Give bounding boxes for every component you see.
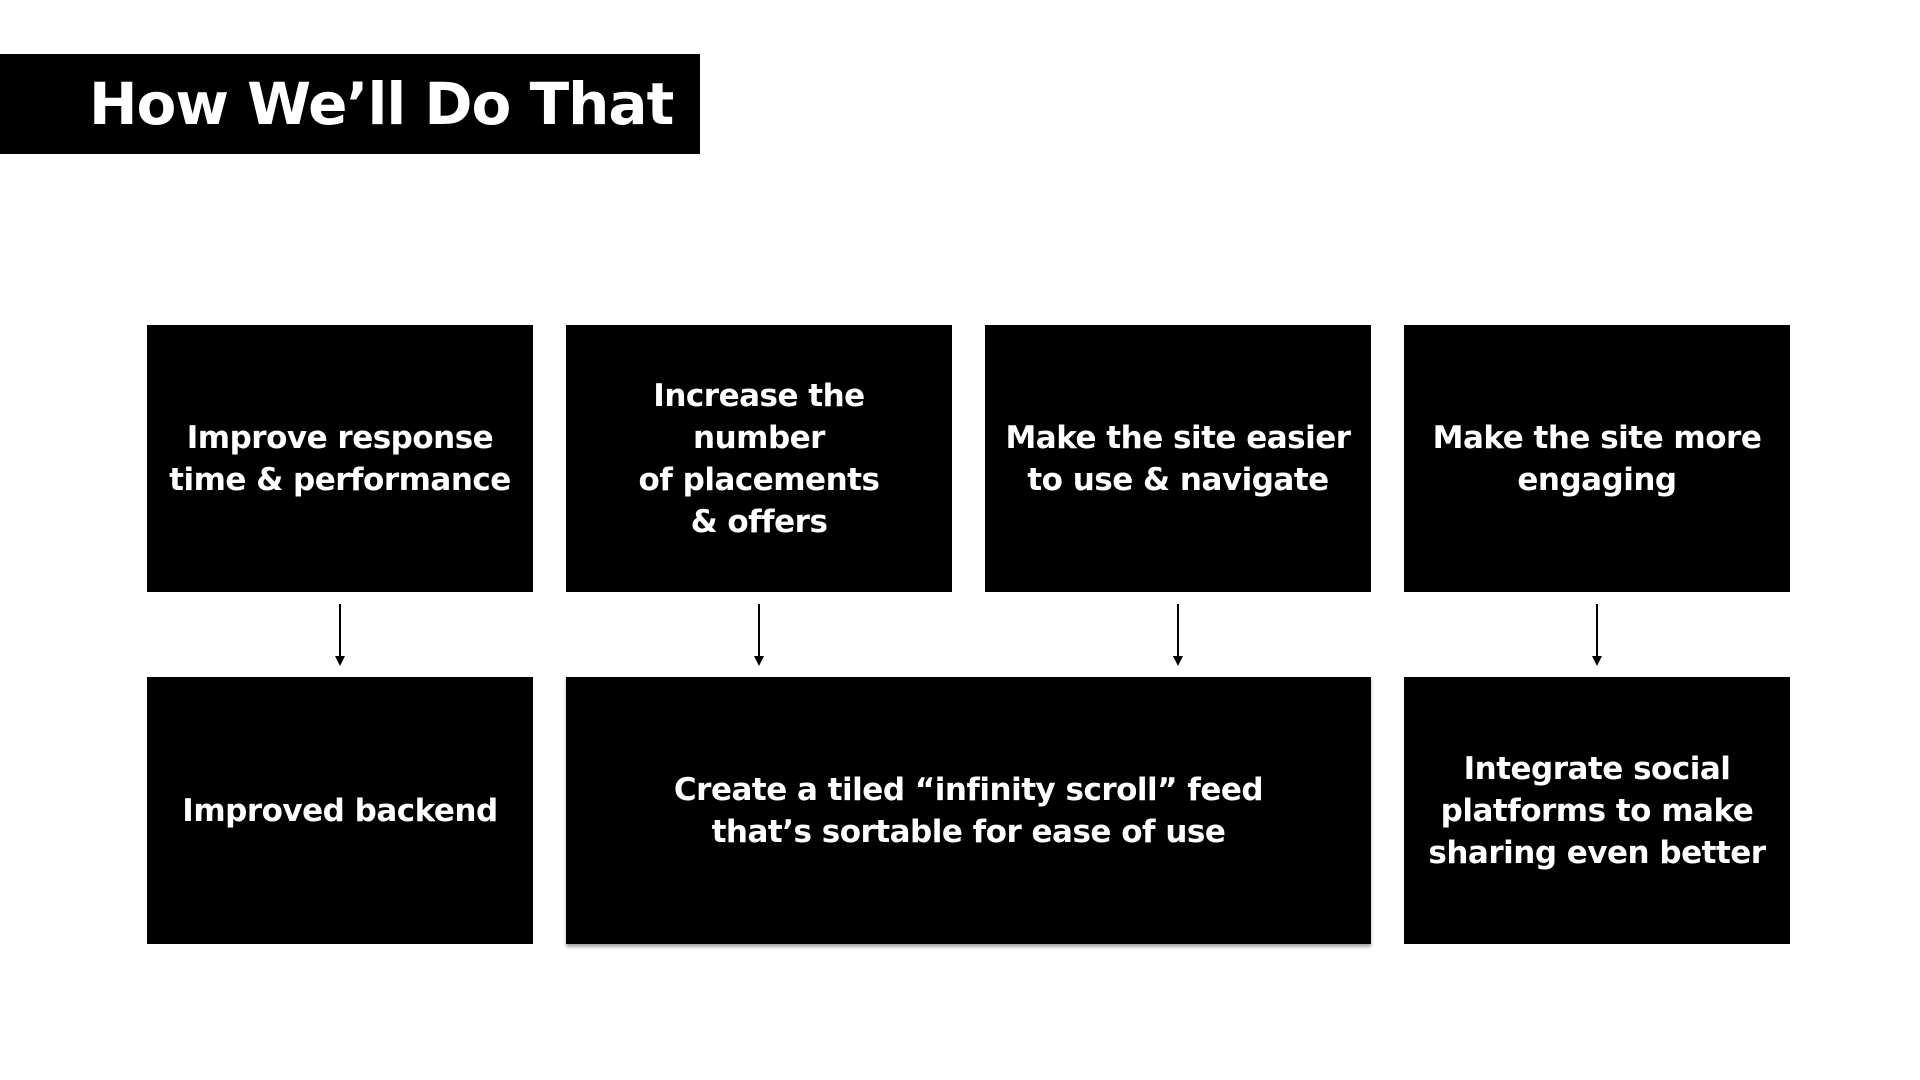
slide-title: How We’ll Do That: [89, 70, 674, 138]
solution-label: Create a tiled “infinity scroll” feed th…: [673, 771, 1264, 850]
goal-label: Improve response time & performance: [169, 419, 511, 498]
goal-box-performance: Improve response time & performance: [147, 325, 533, 592]
goal-box-engagement: Make the site more engaging: [1404, 325, 1790, 592]
goal-label: Make the site easier to use & navigate: [1005, 419, 1351, 498]
arrow-down-icon: [1173, 604, 1183, 666]
goal-box-navigation: Make the site easier to use & navigate: [985, 325, 1371, 592]
arrow-down-icon: [1592, 604, 1602, 666]
arrow-down-icon: [754, 604, 764, 666]
solution-box-backend: Improved backend: [147, 677, 533, 944]
goal-label: Increase the number of placements & offe…: [638, 377, 880, 540]
solution-box-social: Integrate social platforms to make shari…: [1404, 677, 1790, 944]
goal-box-placements: Increase the number of placements & offe…: [566, 325, 952, 592]
solution-label: Integrate social platforms to make shari…: [1428, 750, 1766, 871]
title-banner: How We’ll Do That: [0, 54, 700, 154]
goal-label: Make the site more engaging: [1432, 419, 1762, 498]
solution-box-feed: Create a tiled “infinity scroll” feed th…: [566, 677, 1371, 944]
arrow-down-icon: [335, 604, 345, 666]
solution-label: Improved backend: [182, 792, 498, 829]
